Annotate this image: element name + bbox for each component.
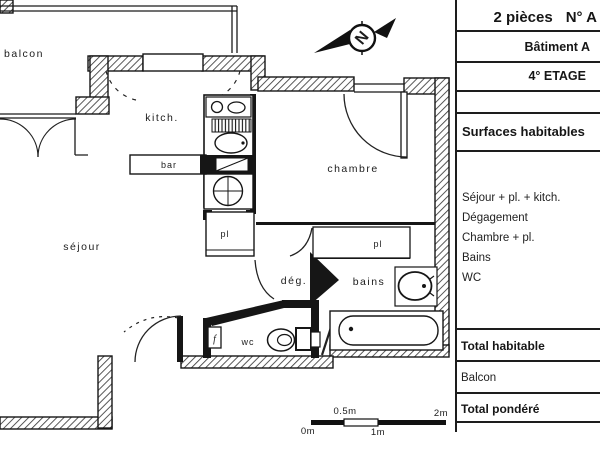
flue-box: f [207, 326, 222, 349]
toilet-icon [266, 327, 321, 352]
balcon-total-label: Balcon [461, 372, 497, 384]
unit-type: 2 pièces [493, 8, 553, 26]
washbasin-icon [394, 266, 438, 307]
divider [455, 150, 600, 152]
info-panel: 2 pièces N° A Bâtiment A 4° ETAGE Surfac… [455, 0, 600, 450]
scale-1m: 1m [371, 427, 385, 438]
label-balcon: balcon [4, 48, 44, 60]
surface-item-wc: WC [462, 272, 482, 284]
scale-0-5m: 0.5m [333, 406, 356, 417]
divider [455, 30, 600, 32]
balcony-door-arcs [0, 118, 77, 158]
chambre-door-arc [343, 93, 408, 158]
divider [455, 328, 600, 330]
balcon-row: Balcon [455, 366, 600, 390]
label-pl-bains: pl [373, 239, 382, 249]
scale-2m: 2m [434, 408, 448, 419]
label-wc: wc [241, 337, 255, 347]
surface-item-chambre: Chambre + pl. [462, 232, 535, 244]
sejour-entry-door [123, 315, 182, 363]
floor-plan-drawing: f N 0.5m 2m 0m 1m balcon kitch. bar séjo… [0, 0, 450, 438]
entrance-door [142, 53, 204, 72]
total-habitable-row: Total habitable [455, 334, 600, 358]
unit-title-row: 2 pièces N° A [455, 4, 600, 30]
north-compass-icon: N [314, 18, 396, 55]
label-deg: dég. [281, 275, 307, 287]
flue-label: f [213, 334, 217, 345]
entrance-swing-dashes [105, 70, 241, 101]
label-bar: bar [161, 160, 177, 170]
total-habitable-label: Total habitable [461, 339, 545, 353]
chambre-door-leaf [400, 91, 408, 159]
balcony-railing [0, 5, 238, 156]
surfaces-title-row: Surfaces habitables [455, 115, 600, 147]
total-pondere-label: Total pondéré [461, 402, 540, 416]
building-label: Bâtiment A [524, 40, 590, 54]
panel-left-border [455, 0, 457, 432]
room-labels: balcon kitch. bar séjour chambre pl pl d… [4, 48, 386, 347]
divider [455, 360, 600, 362]
label-sejour: séjour [63, 241, 101, 253]
floor-label: 4° ETAGE [528, 69, 586, 83]
total-pondere-row: Total pondéré [455, 397, 600, 421]
kitchen-unit [203, 94, 254, 210]
unit-number: N° A [565, 8, 597, 26]
label-bains: bains [353, 276, 386, 288]
bar-counter [129, 154, 208, 175]
surface-items-list: Séjour + pl. + kitch. Dégagement Chambre… [462, 188, 560, 288]
sink-basin-icon [227, 101, 246, 114]
sink-bowl-icon [210, 100, 224, 114]
divider [455, 61, 600, 63]
surface-item-sejour: Séjour + pl. + kitch. [462, 192, 561, 204]
label-pl-sejour: pl [220, 229, 229, 239]
bathtub-icon [329, 310, 444, 351]
surface-item-degagement: Dégagement [462, 212, 528, 224]
surfaces-title: Surfaces habitables [462, 123, 585, 139]
closet-sejour [205, 211, 255, 257]
scale-0m: 0m [301, 426, 315, 437]
divider [455, 421, 600, 423]
divider [455, 90, 600, 92]
divider [455, 112, 600, 114]
closet-bains [312, 226, 411, 259]
scale-bar: 0.5m 2m 0m 1m [301, 406, 448, 438]
surface-item-bains: Bains [462, 252, 491, 264]
label-chambre: chambre [327, 163, 378, 175]
drainer-icon [211, 118, 252, 133]
building-row: Bâtiment A [455, 34, 600, 60]
chambre-window [354, 83, 404, 93]
cooktop-icon [214, 132, 248, 154]
label-kitch: kitch. [145, 112, 179, 124]
divider [455, 392, 600, 394]
floor-row: 4° ETAGE [455, 63, 600, 89]
